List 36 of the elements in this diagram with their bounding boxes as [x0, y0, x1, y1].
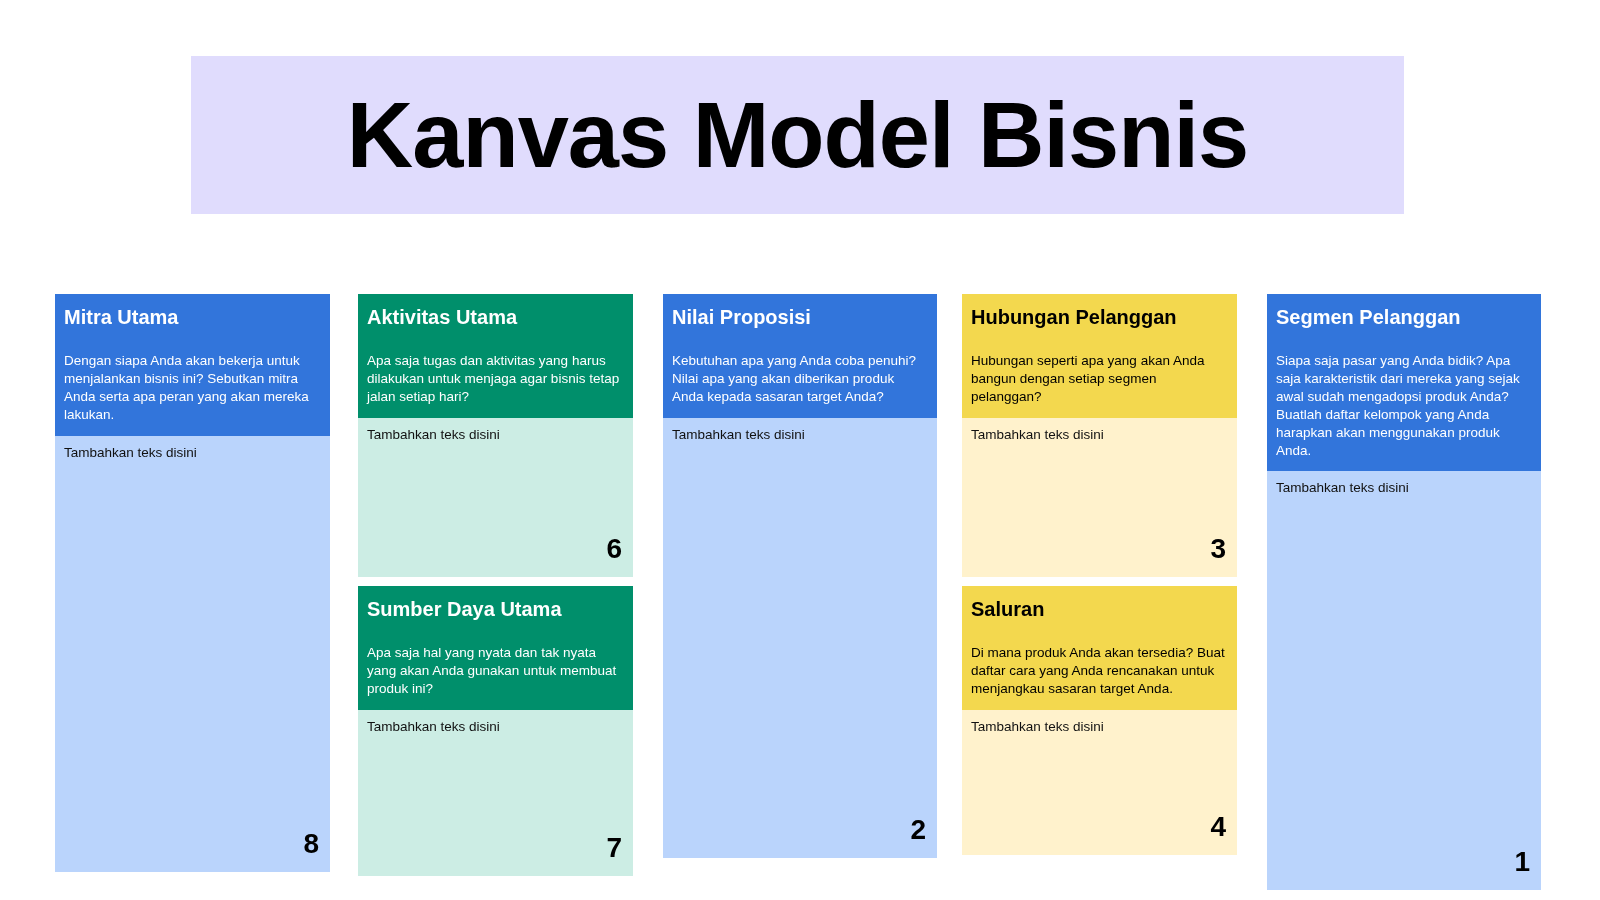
card-question: Siapa saja pasar yang Anda bidik? Apa saja karakteristik dari mereka yang sejak awal sudah mengadopsi produk Anda? Buatlah daftar kelompok yang Anda harapkan akan menggunakan produk Anda. [1276, 352, 1521, 460]
canvas-card [55, 294, 330, 872]
placeholder-text: Tambahkan teks disini [971, 426, 1104, 444]
card-question: Hubungan seperti apa yang akan Anda bangun dengan setiap segmen pelanggan? [971, 352, 1206, 406]
card-title: Nilai Proposisi [672, 305, 811, 330]
canvas-card [663, 294, 937, 858]
canvas-card [962, 586, 1237, 855]
card-question: Kebutuhan apa yang Anda coba penuhi? Nilai apa yang akan diberikan produk Anda kepada sasaran target Anda? [672, 352, 917, 406]
card-number: 6 [606, 534, 622, 564]
card-title: Mitra Utama [64, 305, 179, 330]
title: Kanvas Model Bisnis [346, 89, 1249, 181]
card-title: Aktivitas Utama [367, 305, 518, 330]
canvas-card [358, 294, 633, 577]
card-title: Segmen Pelanggan [1276, 305, 1461, 330]
card-number: 3 [1210, 534, 1226, 564]
card-number: 7 [606, 833, 622, 863]
card-question: Apa saja hal yang nyata dan tak nyata yang akan Anda gunakan untuk membuat produk ini? [367, 644, 618, 698]
placeholder-text: Tambahkan teks disini [64, 444, 197, 462]
placeholder-text: Tambahkan teks disini [367, 718, 500, 736]
canvas-card [1267, 294, 1541, 890]
canvas-card [358, 586, 633, 876]
card-question: Dengan siapa Anda akan bekerja untuk menjalankan bisnis ini? Sebutkan mitra Anda serta apa peran yang akan mereka lakukan. [64, 352, 310, 424]
card-number: 2 [910, 815, 926, 845]
placeholder-text: Tambahkan teks disini [672, 426, 805, 444]
card-title: Hubungan Pelanggan [971, 305, 1177, 330]
placeholder-text: Tambahkan teks disini [367, 426, 500, 444]
card-number: 4 [1210, 812, 1226, 842]
card-number: 8 [303, 829, 319, 859]
placeholder-text: Tambahkan teks disini [971, 718, 1104, 736]
card-title: Saluran [971, 597, 1045, 622]
card-title: Sumber Daya Utama [367, 597, 562, 622]
card-question: Apa saja tugas dan aktivitas yang harus dilakukan untuk menjaga agar bisnis tetap jalan setiap hari? [367, 352, 621, 406]
card-question: Di mana produk Anda akan tersedia? Buat daftar cara yang Anda rencanakan untuk menjangkau sasaran target Anda. [971, 644, 1226, 698]
canvas-card [962, 294, 1237, 577]
placeholder-text: Tambahkan teks disini [1276, 479, 1409, 497]
card-number: 1 [1514, 847, 1530, 877]
